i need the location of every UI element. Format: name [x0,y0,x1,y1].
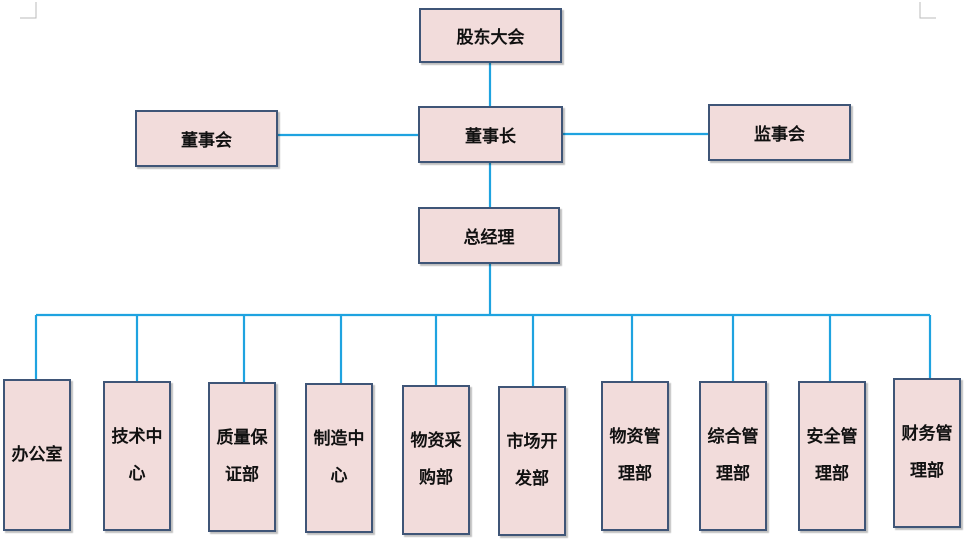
dept-office: 办公室 [3,379,71,531]
node-shareholders: 股东大会 [419,8,562,63]
node-supervisory-board: 监事会 [708,104,851,161]
dept-market-label: 市场开发部 [506,432,558,489]
dept-manufacturing-label: 制造中心 [313,429,365,486]
dept-tech-center-label: 技术中心 [111,427,163,484]
dept-finance: 财务管理部 [893,378,961,528]
dept-tech-center: 技术中心 [103,381,171,531]
node-general-manager: 总经理 [418,207,560,264]
node-shareholders-label: 股东大会 [456,28,525,48]
dept-safety: 安全管理部 [798,381,866,531]
dept-materials: 物资管理部 [601,381,669,531]
crop-mark-top-right [919,2,936,19]
node-supervisory-board-label: 监事会 [754,125,805,145]
dept-quality-label: 质量保证部 [216,428,268,485]
dept-general-admin-label: 综合管理部 [707,427,759,484]
crop-mark-top-left [20,2,37,19]
node-general-manager-label: 总经理 [463,228,515,248]
dept-finance-label: 财务管理部 [901,424,953,481]
dept-office-label: 办公室 [11,444,63,465]
dept-safety-label: 安全管理部 [806,427,858,484]
dept-procurement-label: 物资采购部 [410,431,462,488]
node-chairman: 董事长 [418,106,563,163]
dept-general-admin: 综合管理部 [699,381,767,531]
dept-market: 市场开发部 [498,386,566,536]
node-chairman-label: 董事长 [465,127,516,147]
node-board-of-directors: 董事会 [135,110,278,167]
dept-quality: 质量保证部 [208,382,276,532]
dept-manufacturing: 制造中心 [305,383,373,533]
dept-materials-label: 物资管理部 [609,427,661,484]
node-board-of-directors-label: 董事会 [181,131,232,151]
dept-procurement: 物资采购部 [402,385,470,535]
